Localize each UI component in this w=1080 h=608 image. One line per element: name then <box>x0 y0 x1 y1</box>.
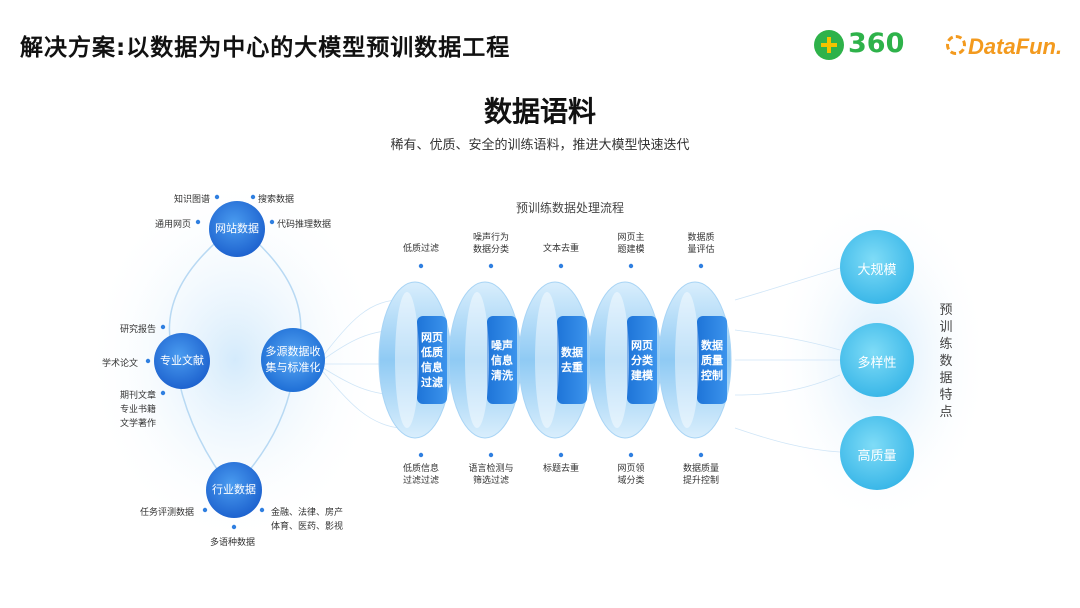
process-ring <box>658 263 732 458</box>
process-ring-label: 数据质量控制 <box>701 338 723 382</box>
process-ring-top-dot <box>698 263 704 269</box>
process-ring-bottom-label: 数据质量提升控制 <box>682 464 719 486</box>
logo-datafun: DataFun. <box>946 34 1062 60</box>
process-ring-top-label: 文本去重 <box>542 244 579 254</box>
process-ring-highlight <box>465 292 489 428</box>
source-dots <box>145 194 275 530</box>
logo-360-text: 360 <box>848 28 905 59</box>
process-ring-bottom-dot <box>698 452 704 458</box>
source-web-item: 搜索数据 <box>258 195 295 205</box>
source-pro-item: 专业书籍 <box>120 405 157 415</box>
main-subtitle: 稀有、优质、安全的训练语料，推进大模型快速迭代 <box>390 138 690 153</box>
process-ring-core <box>417 316 447 404</box>
source-pro-item: 研究报告 <box>120 325 157 335</box>
source-web-label: 网站数据 <box>215 222 259 235</box>
source-industry-node <box>206 462 262 518</box>
process-ring-bottom-label: 语言检测与筛选过滤 <box>468 464 514 486</box>
process-ring-label: 网页低质信息过滤 <box>421 331 443 389</box>
process-ring <box>518 263 592 458</box>
process-ring-core <box>697 316 727 404</box>
feature-label: 大规模 <box>857 263 897 278</box>
process-ring-bottom-label: 网页领域分类 <box>617 464 645 486</box>
process-ring-top-dot <box>558 263 564 269</box>
process-ring-label: 数据去重 <box>561 346 583 374</box>
source-industry-item: 多语种数据 <box>210 538 256 548</box>
process-ring <box>378 263 452 458</box>
process-ring-core <box>487 316 517 404</box>
process-ring-bottom-dot <box>488 452 494 458</box>
feature-circles <box>840 230 914 490</box>
logo-360-mark-icon <box>814 30 844 60</box>
features-vertical-text: 预训练数据特点 <box>939 303 953 420</box>
main-title: 数据语料 <box>483 95 596 128</box>
process-ring-highlight <box>395 292 419 428</box>
feature-label: 多样性 <box>857 356 897 371</box>
logo-360: 360 <box>812 28 932 64</box>
features-vertical-label: 预训练数据特点 <box>936 302 956 421</box>
source-industry-label: 行业数据 <box>212 483 256 496</box>
source-pro-node <box>154 333 210 389</box>
feature-label: 高质量 <box>857 449 897 464</box>
source-industry-item: 金融、法律、房产 <box>271 508 344 518</box>
process-ring-bottom-label: 低质信息过滤过滤 <box>402 464 439 486</box>
source-pro-item: 学术论文 <box>102 359 139 369</box>
process-ring <box>588 263 662 458</box>
source-web-item: 通用网页 <box>155 220 192 230</box>
process-ring-bottom-dot <box>628 452 634 458</box>
source-industry-item: 任务评测数据 <box>140 508 195 518</box>
source-pro-label: 专业文献 <box>160 354 204 367</box>
source-industry-item: 体育、医药、影视 <box>271 522 344 532</box>
process-ring-core <box>627 316 657 404</box>
process-ring-highlight <box>675 292 699 428</box>
source-web-node <box>209 201 265 257</box>
source-pro-item: 文学著作 <box>120 419 157 429</box>
slide-title: 解决方案:以数据为中心的大模型预训数据工程 <box>20 35 511 61</box>
source-center-label: 多源数据收集与标准化 <box>265 345 321 374</box>
process-ring-top-dot <box>488 263 494 269</box>
process-ring <box>448 263 522 458</box>
source-pro-item: 期刊文章 <box>120 391 157 401</box>
logo-datafun-text: DataFun. <box>968 34 1063 59</box>
datafun-mark-icon <box>946 35 966 55</box>
source-center-node <box>261 328 325 392</box>
process-ring-bottom-dot <box>558 452 564 458</box>
process-title: 预训练数据处理流程 <box>515 201 624 215</box>
process-ring-bottom-dot <box>418 452 424 458</box>
process-ring-highlight <box>535 292 559 428</box>
source-web-item: 知识图谱 <box>174 195 211 205</box>
process-ring-top-dot <box>628 263 634 269</box>
flow-lines <box>319 267 841 453</box>
process-ring-top-label: 低质过滤 <box>402 244 439 254</box>
process-ring-top-label: 网页主题建模 <box>617 233 645 255</box>
process-ring-label: 网页分类建模 <box>631 338 653 382</box>
process-ring-bottom-label: 标题去重 <box>542 464 579 474</box>
process-ring-top-dot <box>418 263 424 269</box>
process-rings <box>378 263 732 458</box>
process-ring-top-label: 数据质量评估 <box>687 233 715 255</box>
process-ring-label: 噪声信息清洗 <box>491 338 513 382</box>
source-web-item: 代码推理数据 <box>277 220 332 230</box>
process-ring-core <box>557 316 587 404</box>
process-ring-highlight <box>605 292 629 428</box>
process-ring-top-label: 噪声行为数据分类 <box>472 233 509 255</box>
